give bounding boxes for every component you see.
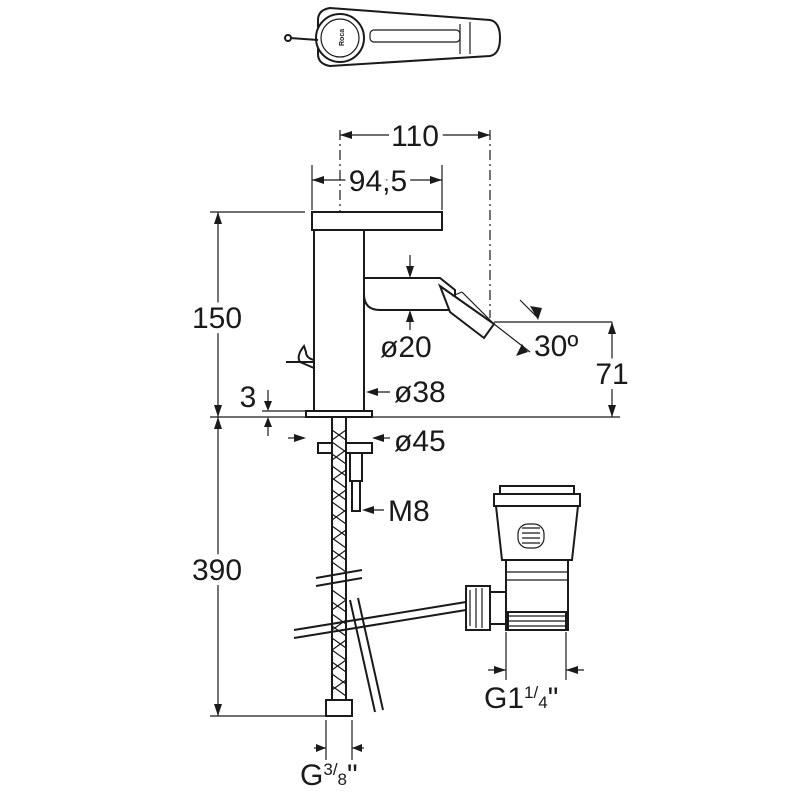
dim-angle-label: 30º [534, 330, 578, 363]
dim-stud-thread-label: M8 [388, 495, 430, 528]
dim-150: 150 [187, 211, 305, 417]
waste-assembly [465, 485, 581, 631]
dim-waste-thread: G11/4" [484, 632, 584, 715]
dim-base-diameter: ø45 [288, 425, 446, 458]
dim-waste-thread-label: G11/4" [484, 682, 558, 715]
tap-body [286, 211, 496, 418]
dim-110: 110 [340, 115, 490, 158]
dim-hose-thread-label: G3/8" [300, 759, 358, 792]
dim-71-label: 71 [595, 358, 628, 391]
dim-hose-thread: G3/8" [300, 720, 364, 792]
dim-stud-thread: M8 [362, 495, 430, 528]
dim-gap-label: 3 [240, 381, 257, 414]
top-view: Roca [284, 6, 502, 68]
dim-110-label: 110 [391, 120, 439, 153]
dim-gap: 3 [240, 381, 306, 436]
dim-94-5: 94,5 [311, 160, 443, 210]
dim-spout-diameter: ø20 [380, 255, 432, 364]
dim-390-label: 390 [192, 554, 242, 587]
dim-base-diameter-label: ø45 [394, 425, 446, 458]
dim-150-label: 150 [192, 302, 242, 335]
dim-body-diameter: ø38 [366, 376, 446, 409]
dim-spout-diameter-label: ø20 [380, 331, 432, 364]
dim-body-diameter-label: ø38 [394, 376, 446, 409]
hose-assembly [293, 416, 467, 717]
dim-390: 390 [187, 417, 326, 717]
dim-angle: 30º [493, 299, 612, 363]
brand-logo: Roca [339, 29, 346, 46]
dim-71: 71 [590, 322, 634, 417]
dim-94-5-label: 94,5 [349, 165, 407, 198]
